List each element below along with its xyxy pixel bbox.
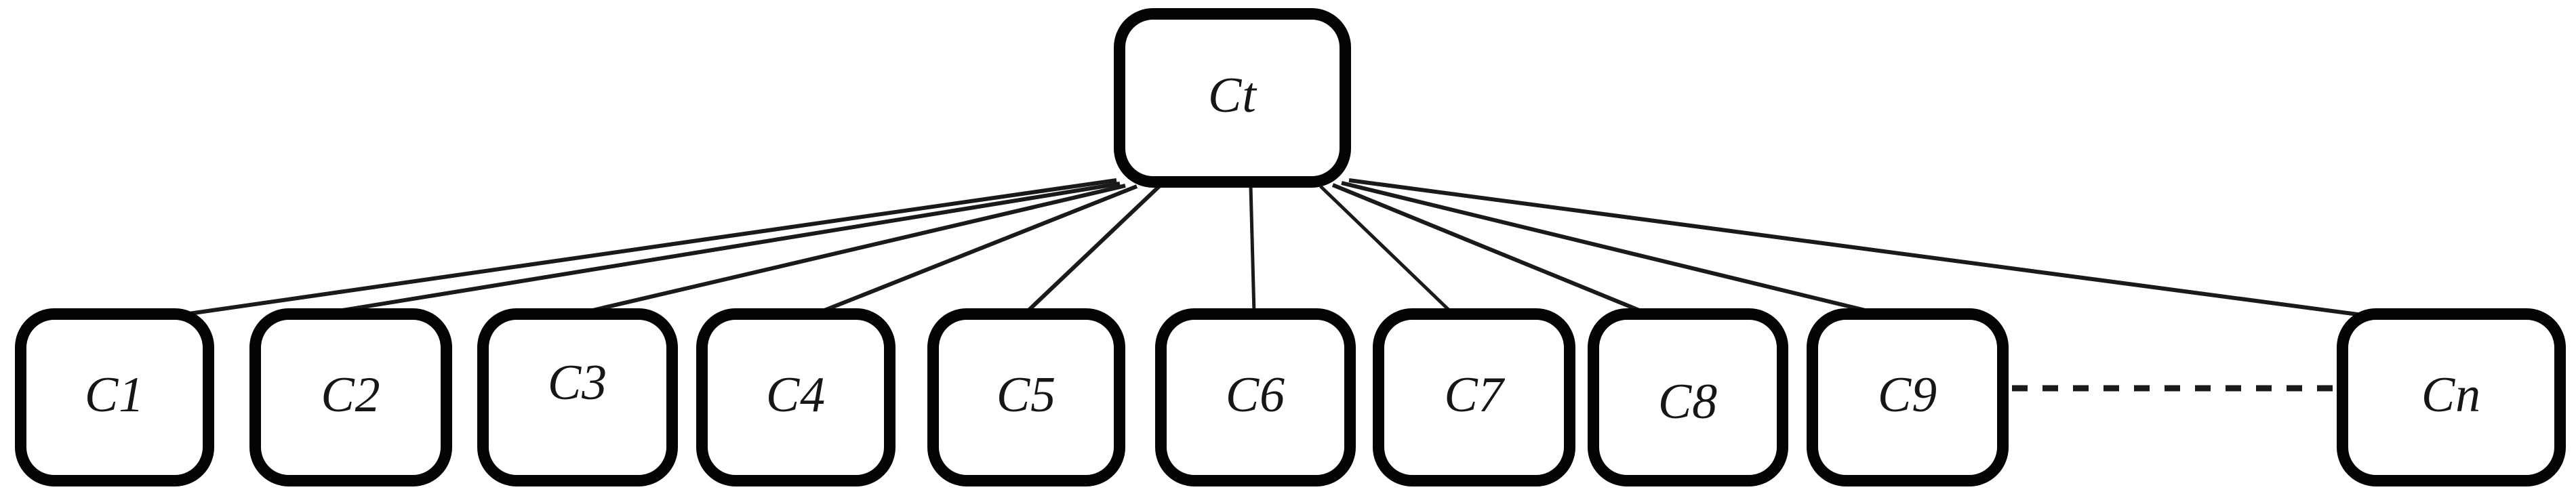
node-c2: C2 [249, 308, 452, 486]
node-c6: C6 [1155, 308, 1356, 486]
edge-root-c1 [155, 178, 1117, 320]
node-c5: C5 [927, 308, 1125, 486]
node-c6-label: C6 [1225, 367, 1286, 423]
node-c3-label: C3 [547, 354, 608, 411]
edge-root-c5 [1024, 184, 1161, 315]
node-c4-label: C4 [765, 367, 826, 423]
node-c3: C3 [477, 308, 678, 486]
edge-root-cn [1348, 178, 2379, 319]
node-c9-label: C9 [1877, 367, 1938, 423]
edge-root-c4 [816, 184, 1138, 315]
node-c7: C7 [1373, 308, 1575, 486]
edge-root-c6 [1249, 186, 1256, 314]
node-root: Ct [1114, 8, 1351, 188]
node-cn-label: Cn [2421, 367, 2482, 423]
node-c4: C4 [696, 308, 895, 486]
node-c2-label: C2 [321, 367, 381, 423]
node-c8-label: C8 [1657, 373, 1718, 430]
edge-root-c8 [1331, 183, 1647, 315]
node-root-label: Ct [1208, 67, 1257, 123]
edge-root-c2 [317, 182, 1121, 316]
node-c5-label: C5 [996, 367, 1057, 423]
node-c8: C8 [1588, 308, 1788, 486]
node-c1: C1 [15, 308, 214, 486]
node-c9: C9 [1807, 308, 2009, 486]
edge-root-c7 [1319, 185, 1453, 314]
node-cn: Cn [2337, 308, 2566, 486]
edge-root-c9 [1341, 181, 1877, 315]
node-c1-label: C1 [84, 367, 145, 423]
edge-root-c3 [580, 184, 1126, 315]
node-c7-label: C7 [1444, 367, 1504, 423]
